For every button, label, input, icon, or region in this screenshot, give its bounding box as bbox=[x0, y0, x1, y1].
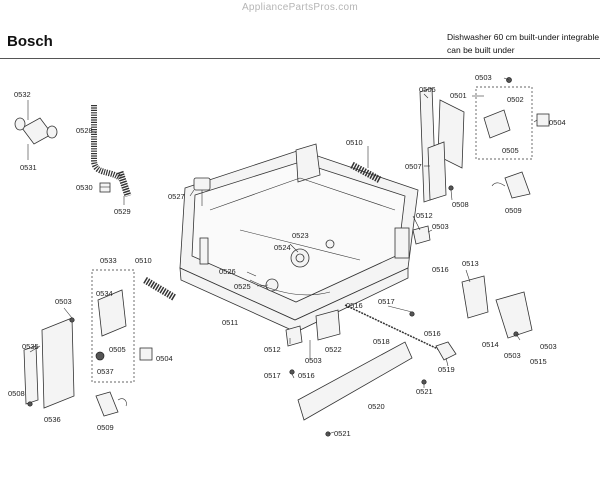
label-0519: 0519 bbox=[438, 365, 455, 374]
label-0501: 0501 bbox=[450, 91, 467, 100]
part-0504-top bbox=[536, 113, 550, 127]
label-0510-lower: 0510 bbox=[135, 256, 152, 265]
part-0504-left bbox=[139, 347, 153, 361]
detail-box-left bbox=[91, 269, 135, 383]
label-0517-lower: 0517 bbox=[264, 371, 281, 380]
label-0512-upper: 0512 bbox=[416, 211, 433, 220]
label-0527: 0527 bbox=[168, 192, 185, 201]
spring-0510-lower bbox=[143, 276, 177, 302]
label-0528: 0528 bbox=[76, 126, 93, 135]
label-0503-upper: 0503 bbox=[432, 222, 449, 231]
description-line-1: Dishwasher 60 cm built-under integrable bbox=[447, 32, 600, 42]
part-0509-lower bbox=[95, 391, 127, 417]
part-0512-lower bbox=[285, 325, 303, 347]
label-0503-top: 0503 bbox=[475, 73, 492, 82]
label-0523: 0523 bbox=[292, 231, 309, 240]
watermark: AppliancePartsPros.com bbox=[241, 2, 359, 13]
label-0502: 0502 bbox=[507, 95, 524, 104]
header-rule bbox=[0, 58, 600, 59]
part-0513 bbox=[461, 275, 489, 319]
label-0522: 0522 bbox=[325, 345, 342, 354]
label-0535: 0535 bbox=[22, 342, 39, 351]
label-0509-upper: 0509 bbox=[505, 206, 522, 215]
label-0537: 0537 bbox=[97, 367, 114, 376]
label-0514: 0514 bbox=[482, 340, 499, 349]
label-0515: 0515 bbox=[530, 357, 547, 366]
model-description: Dishwasher 60 cm built-under integrable … bbox=[447, 31, 599, 57]
label-0504-top: 0504 bbox=[549, 118, 566, 127]
label-0503-far-right: 0503 bbox=[540, 342, 557, 351]
label-0506: 0506 bbox=[419, 85, 436, 94]
clip-0512-upper bbox=[412, 225, 431, 245]
label-0511: 0511 bbox=[222, 318, 238, 327]
part-0502 bbox=[483, 109, 511, 139]
label-0534: 0534 bbox=[96, 289, 113, 298]
part-0527 bbox=[193, 177, 211, 206]
label-0516-lower: 0516 bbox=[298, 371, 315, 380]
label-0536: 0536 bbox=[44, 415, 61, 424]
label-0510-upper: 0510 bbox=[346, 138, 363, 147]
label-0529: 0529 bbox=[114, 207, 131, 216]
hinge-bracket-right bbox=[419, 87, 465, 203]
label-0508-left: 0508 bbox=[8, 389, 25, 398]
part-0519 bbox=[435, 341, 457, 361]
hose-0528 bbox=[91, 105, 132, 198]
part-0514-0515 bbox=[495, 291, 533, 339]
label-0517-upper: 0517 bbox=[378, 297, 395, 306]
label-0521-upper: 0521 bbox=[416, 387, 433, 396]
label-0512-lower: 0512 bbox=[264, 345, 281, 354]
label-0521-lower: 0521 bbox=[334, 429, 351, 438]
label-0503-lower-right: 0503 bbox=[504, 351, 521, 360]
label-0532: 0532 bbox=[14, 90, 31, 99]
part-0534 bbox=[97, 289, 127, 337]
label-0503-center: 0503 bbox=[305, 356, 322, 365]
leader-lines bbox=[27, 77, 538, 435]
label-0518: 0518 bbox=[373, 337, 390, 346]
panel-0520 bbox=[297, 341, 413, 421]
part-0537 bbox=[95, 351, 105, 361]
detail-box-top-right bbox=[475, 86, 533, 160]
label-0516-right: 0516 bbox=[424, 329, 441, 338]
label-0526: 0526 bbox=[219, 267, 236, 276]
hinge-bracket-left bbox=[23, 317, 75, 409]
label-0533: 0533 bbox=[100, 256, 117, 265]
pipe-0532 bbox=[14, 117, 58, 145]
label-0509-lower: 0509 bbox=[97, 423, 114, 432]
label-0508-top: 0508 bbox=[452, 200, 469, 209]
label-0516-center: 0516 bbox=[346, 301, 363, 310]
label-0503-left: 0503 bbox=[55, 297, 72, 306]
description-line-2: can be built under bbox=[447, 45, 515, 55]
label-0516-top: 0516 bbox=[432, 265, 449, 274]
label-0524: 0524 bbox=[274, 243, 291, 252]
connector-0530 bbox=[99, 182, 111, 193]
label-0505-top: 0505 bbox=[502, 146, 519, 155]
label-0513: 0513 bbox=[462, 259, 479, 268]
label-0520: 0520 bbox=[368, 402, 385, 411]
label-0504-left: 0504 bbox=[156, 354, 173, 363]
label-0531: 0531 bbox=[20, 163, 37, 172]
label-0505-left: 0505 bbox=[109, 345, 126, 354]
base-tub bbox=[179, 143, 419, 333]
label-0525: 0525 bbox=[234, 282, 251, 291]
label-0530: 0530 bbox=[76, 183, 93, 192]
label-0507: 0507 bbox=[405, 162, 422, 171]
part-0522 bbox=[315, 309, 341, 341]
part-0509-upper bbox=[491, 171, 531, 199]
brand-title: Bosch bbox=[7, 33, 53, 50]
rod-0518 bbox=[344, 304, 441, 351]
